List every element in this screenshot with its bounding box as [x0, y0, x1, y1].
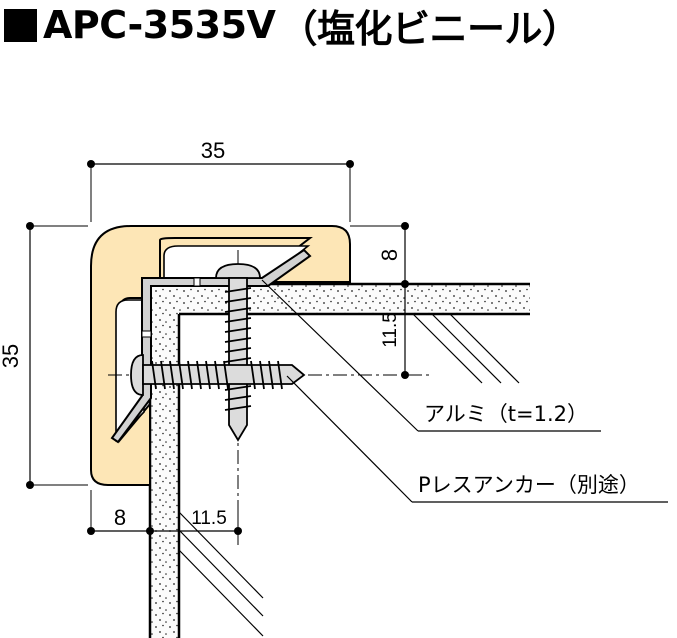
dimension-bottom: 8 11.5: [87, 490, 242, 545]
aluminium-angle: [110, 248, 312, 444]
board-vertical: [148, 284, 181, 638]
cover-cavity-top: [163, 245, 311, 279]
callout-anchor-label: Pレスアンカー（別途）: [418, 473, 640, 497]
break-lines-bottom: [178, 511, 264, 637]
black-square-icon: [4, 8, 37, 42]
dim-right-8-label: 8: [377, 249, 402, 261]
callout-aluminium: アルミ（t=1.2）: [261, 279, 601, 432]
screw-vertical: [215, 263, 261, 442]
title-model: APC-3535V: [43, 3, 276, 47]
dimension-left-35: 35: [0, 222, 88, 489]
page-title: APC-3535V （塩化ビニール）: [4, 0, 580, 51]
board-horizontal: [148, 282, 530, 316]
callout-anchor: Pレスアンカー（別途）: [286, 375, 668, 503]
dim-bottom-11-5-label: 11.5: [191, 508, 227, 529]
dimension-right: 8 11.5: [350, 222, 409, 379]
dimension-top-35: 35: [87, 138, 354, 222]
dim-left-label: 35: [0, 344, 23, 368]
callout-aluminium-label: アルミ（t=1.2）: [424, 402, 588, 426]
dim-bottom-8-label: 8: [114, 505, 126, 530]
title-material: （塩化ビニール）: [279, 6, 580, 51]
break-lines-right: [412, 313, 520, 384]
dim-top-label: 35: [201, 138, 225, 163]
dim-right-11-5-label: 11.5: [380, 312, 401, 348]
screw-horizontal: [130, 354, 306, 396]
